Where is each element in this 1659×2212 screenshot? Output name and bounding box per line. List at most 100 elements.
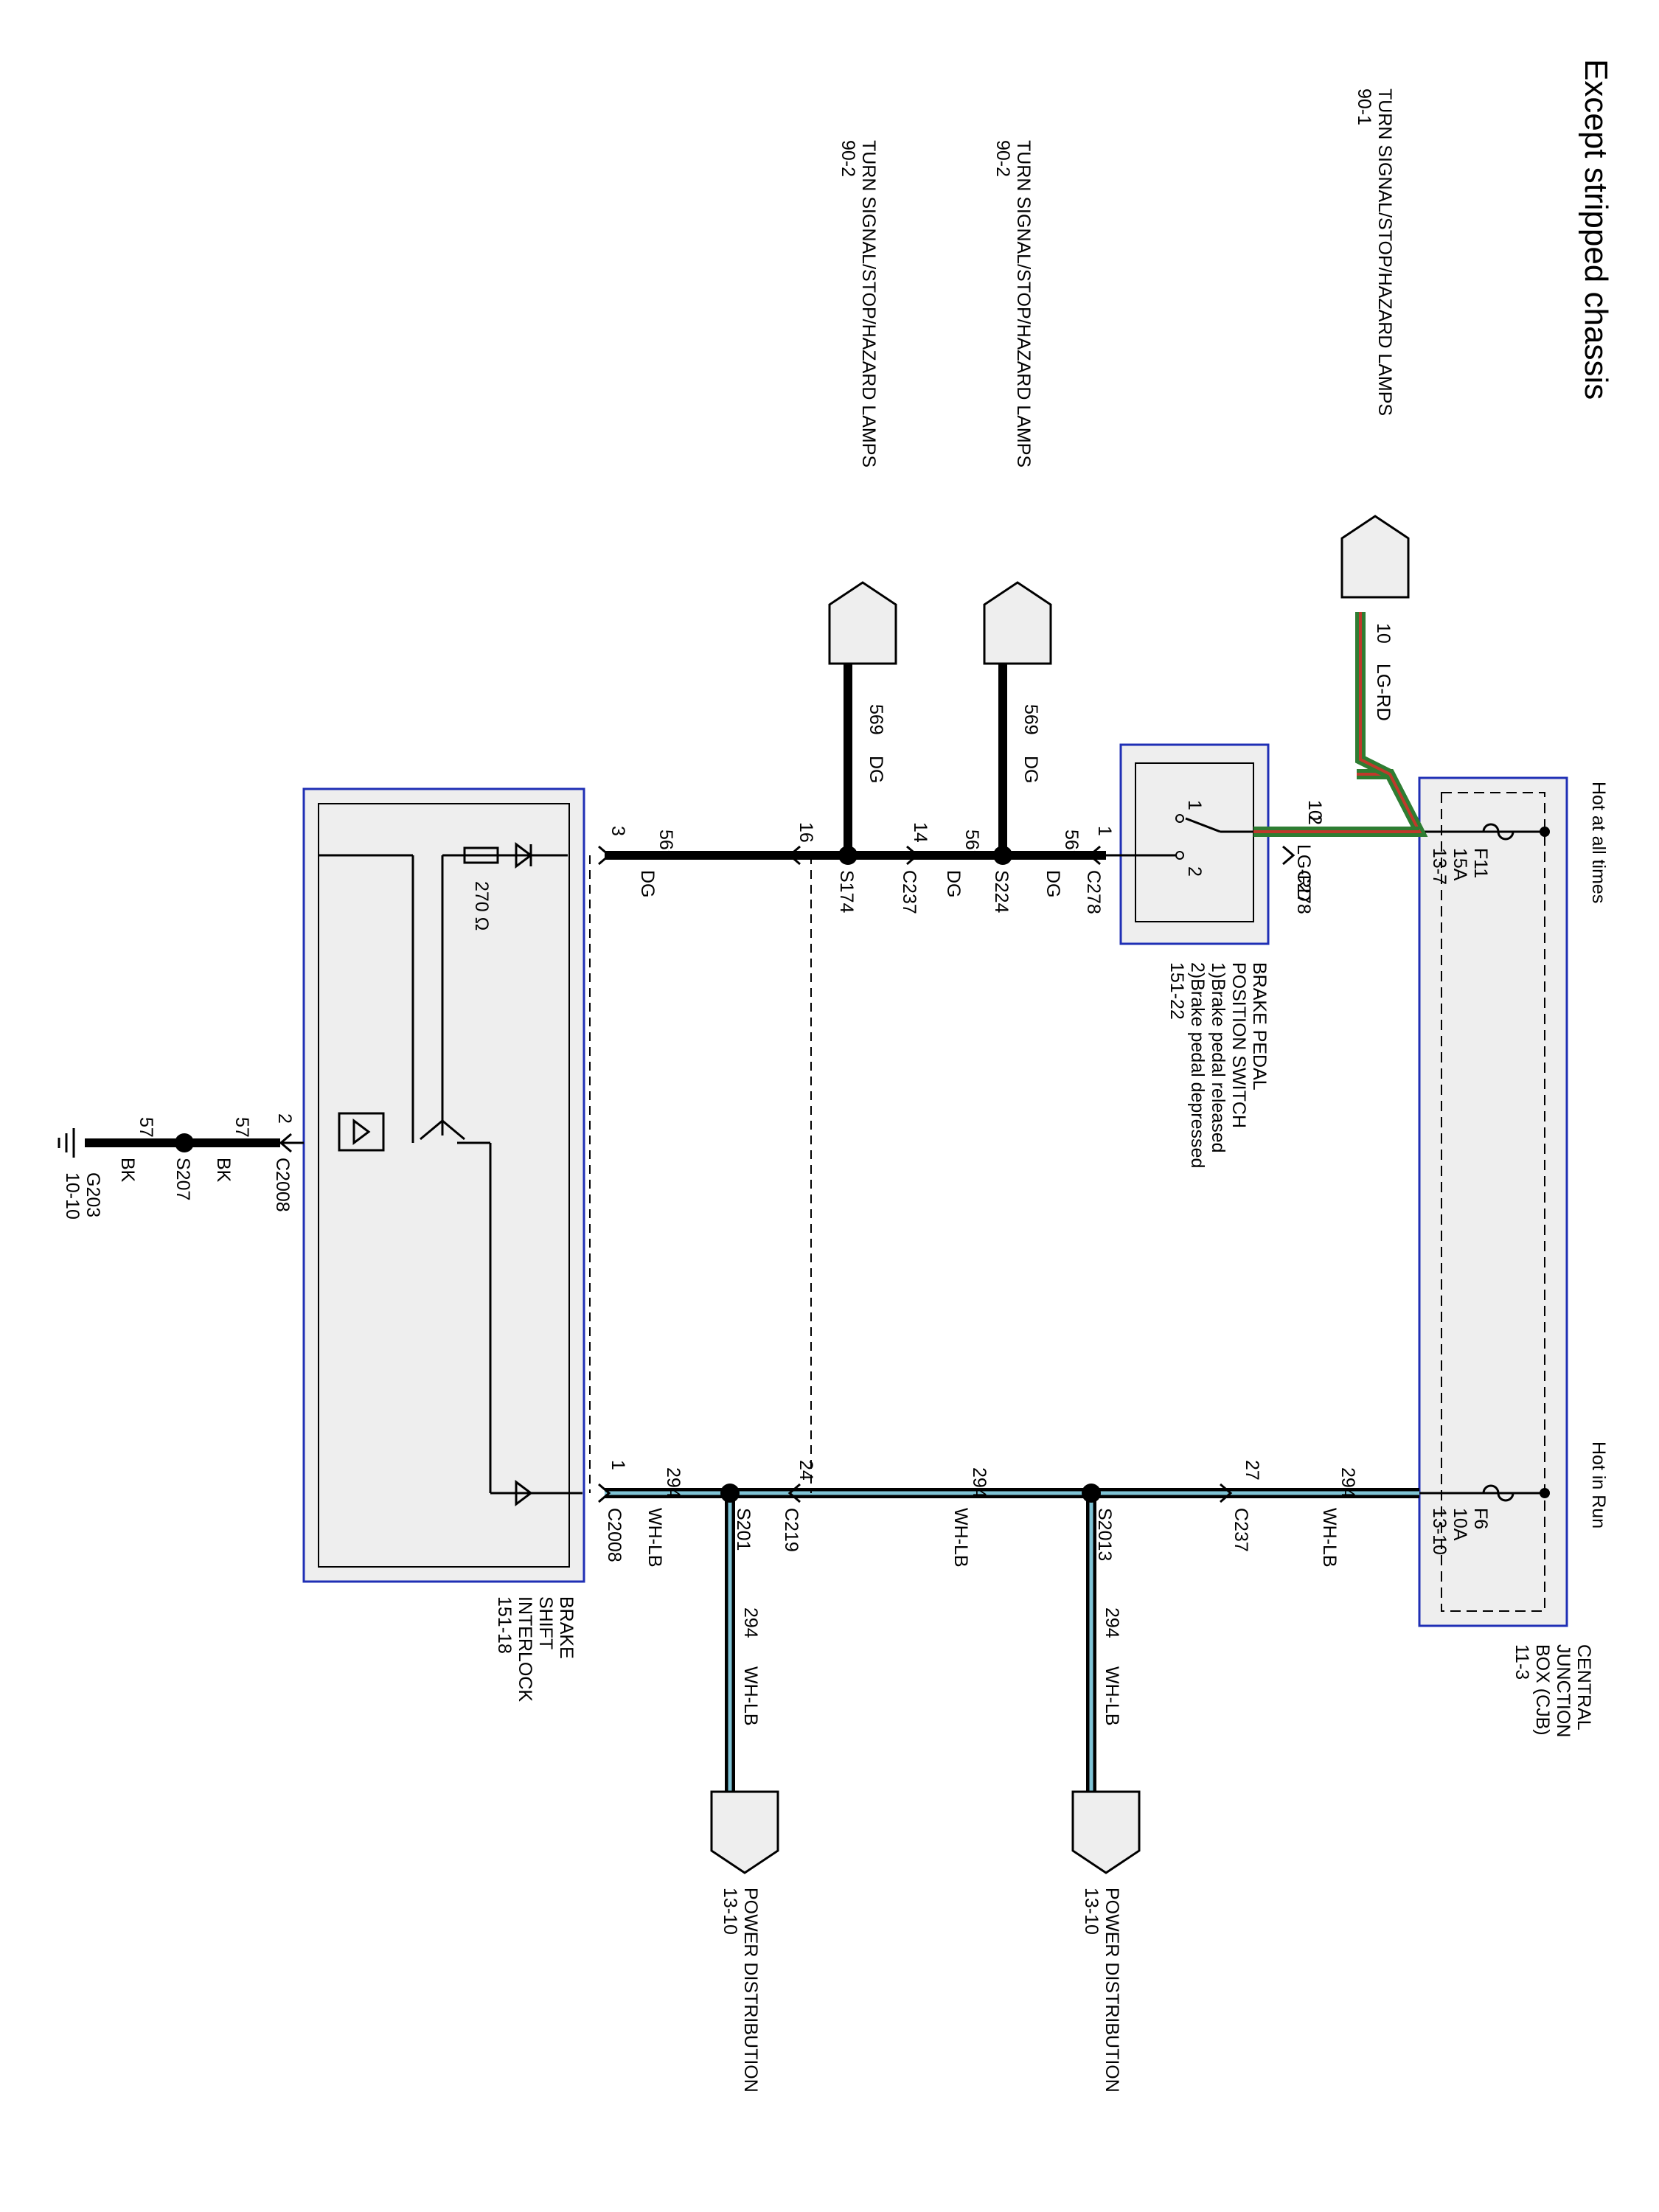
fuse-f11-id: F11 [1470,848,1491,878]
pin-24-c219: 24 [796,1460,816,1481]
connector-c278-symbol-b [1088,845,1101,866]
wire-label-294-c: 294 [663,1467,684,1498]
pin-2-c2008: 2 [274,1113,295,1124]
bpps-label-4: 2)Brake pedal depressed [1187,962,1208,1168]
wire-label-bk-a: BK [213,1158,234,1183]
bpps-label-3: 1)Brake pedal released [1208,962,1228,1153]
wire-label-294-down-a: 294 [740,1607,761,1638]
wire-label-dg-mid: DG [1020,756,1041,784]
brake-switch-contacts [1150,814,1253,860]
offpage-arrow-turn-top [1340,515,1410,599]
wire-label-bk-b: BK [117,1158,138,1183]
wire-label-569-mid: 569 [1020,704,1041,735]
splice-s2013 [1082,1484,1101,1503]
wire-label-569-low: 569 [866,704,886,735]
connector-c237b-label: C237 [1231,1508,1251,1552]
splice-s201-label: S201 [733,1508,754,1551]
splice-s224-label: S224 [991,870,1012,913]
connector-c2008-294-symbol [598,1483,611,1503]
splice-s174 [838,846,858,865]
fuse-f6-ref: 13-10 [1429,1508,1450,1555]
wire-label-294-a: 294 [1338,1467,1358,1498]
cjb-label-4: 11-3 [1512,1644,1532,1680]
fuse-f11-ref: 13-7 [1429,848,1450,885]
offpage-turn-mid-label: TURN SIGNAL/STOP/HAZARD LAMPS [1013,140,1034,467]
wire-label-569-b: 569 [961,830,982,860]
wire-label-294-down-b: 294 [1102,1607,1122,1638]
connector-c219-294-symbol [787,1483,801,1503]
resistor-icon [463,846,499,864]
offpage-turn-top-label: TURN SIGNAL/STOP/HAZARD LAMPS [1374,88,1395,416]
ground-id: G203 [83,1172,103,1217]
pin-2-c278: 2 [1304,815,1325,825]
wire-label-whlb-a: WH-LB [1319,1508,1340,1568]
connector-c278b-label: C278 [1083,870,1104,914]
splice-s2013-label: S2013 [1094,1508,1115,1561]
offpage-power-a-ref: 13-10 [720,1888,740,1935]
splice-s174-label: S174 [836,870,857,913]
connector-c278-symbol [1282,845,1295,866]
splice-s207 [175,1133,194,1152]
wire-label-whlb-down-b: WH-LB [1102,1666,1122,1726]
transistor-icon [420,1119,465,1141]
offpage-arrow-power-b [1071,1790,1141,1874]
splice-s207-label: S207 [173,1158,193,1200]
brake-shift-interlock-box [302,787,585,1583]
offpage-power-b-ref: 13-10 [1081,1888,1102,1935]
wire-label-whlb-c: WH-LB [644,1508,665,1568]
offpage-power-b-label: POWER DISTRIBUTION [1102,1888,1122,2093]
wire-label-10: 10 [1304,800,1325,821]
fuse-f11 [1419,823,1550,841]
pin-3-c2008: 3 [608,826,628,836]
pin-1-c278: 1 [1094,826,1115,836]
cjb-label-2: JUNCTION [1553,1644,1573,1737]
pin-27-c237: 27 [1242,1460,1262,1481]
wire-label-lgrd: LG-RD [1293,844,1314,902]
diode-icon [352,1119,371,1145]
fuse-f11-rating: 15A [1450,848,1470,881]
wire-label-569-c: 569 [655,830,676,860]
bsi-label-1: BRAKE [556,1596,577,1659]
connector-c2008-label: C2008 [604,1508,625,1562]
connector-c278-label: C278 [1293,870,1314,914]
offpage-power-a-label: POWER DISTRIBUTION [740,1888,761,2093]
offpage-arrow-power-a [710,1790,779,1874]
ground-ref: 10-10 [62,1172,83,1220]
wire-wh-lb [605,1488,1419,1792]
wire-label-dg-low: DG [866,756,886,784]
switch-pin-2: 2 [1184,866,1205,877]
offpage-arrow-turn-low [828,581,897,665]
relay-coil-icon [338,1112,385,1152]
wire-label-dg-b: DG [943,870,964,898]
offpage-turn-low-ref: 90-2 [838,140,858,177]
brake-pedal-position-switch-box [1119,743,1270,945]
wire-label-whlb-down-a: WH-LB [740,1666,761,1726]
cjb-label-3: BOX (CJB) [1532,1644,1553,1736]
connector-c2008-57-symbol [279,1133,292,1153]
note-hot-at-all-times: Hot at all times [1588,782,1609,903]
connector-c2008-symbol [598,845,611,866]
connector-c237-symbol [906,845,919,866]
bpps-label-1: BRAKE PEDAL [1249,962,1270,1091]
central-junction-box [1418,776,1568,1627]
fuse-f6 [1419,1484,1550,1502]
note-hot-in-run: Hot in Run [1588,1441,1609,1528]
offpage-turn-mid-ref: 90-2 [992,140,1013,177]
pin-1-c2008: 1 [608,1460,628,1470]
bsi-label-4: 151-18 [494,1596,515,1654]
page-title: Except stripped chassis [1578,59,1614,400]
connector-c237-label: C237 [899,870,919,914]
wire-label-dg-a: DG [1043,870,1063,898]
bsi-label-2: SHIFT [535,1596,556,1649]
wire-label-57-a: 57 [232,1117,252,1138]
connector-c219-symbol [787,845,801,866]
pin-16-c219: 16 [796,822,816,843]
ground-icon [58,1128,75,1158]
wire-label-294-b: 294 [969,1467,990,1498]
wire-label-569-a: 569 [1061,830,1082,860]
wire-label-dg-c: DG [637,870,658,898]
wire-label-57-b: 57 [136,1117,156,1138]
offpage-turn-low-label: TURN SIGNAL/STOP/HAZARD LAMPS [858,140,879,467]
bpps-label-2: POSITION SWITCH [1228,962,1249,1128]
